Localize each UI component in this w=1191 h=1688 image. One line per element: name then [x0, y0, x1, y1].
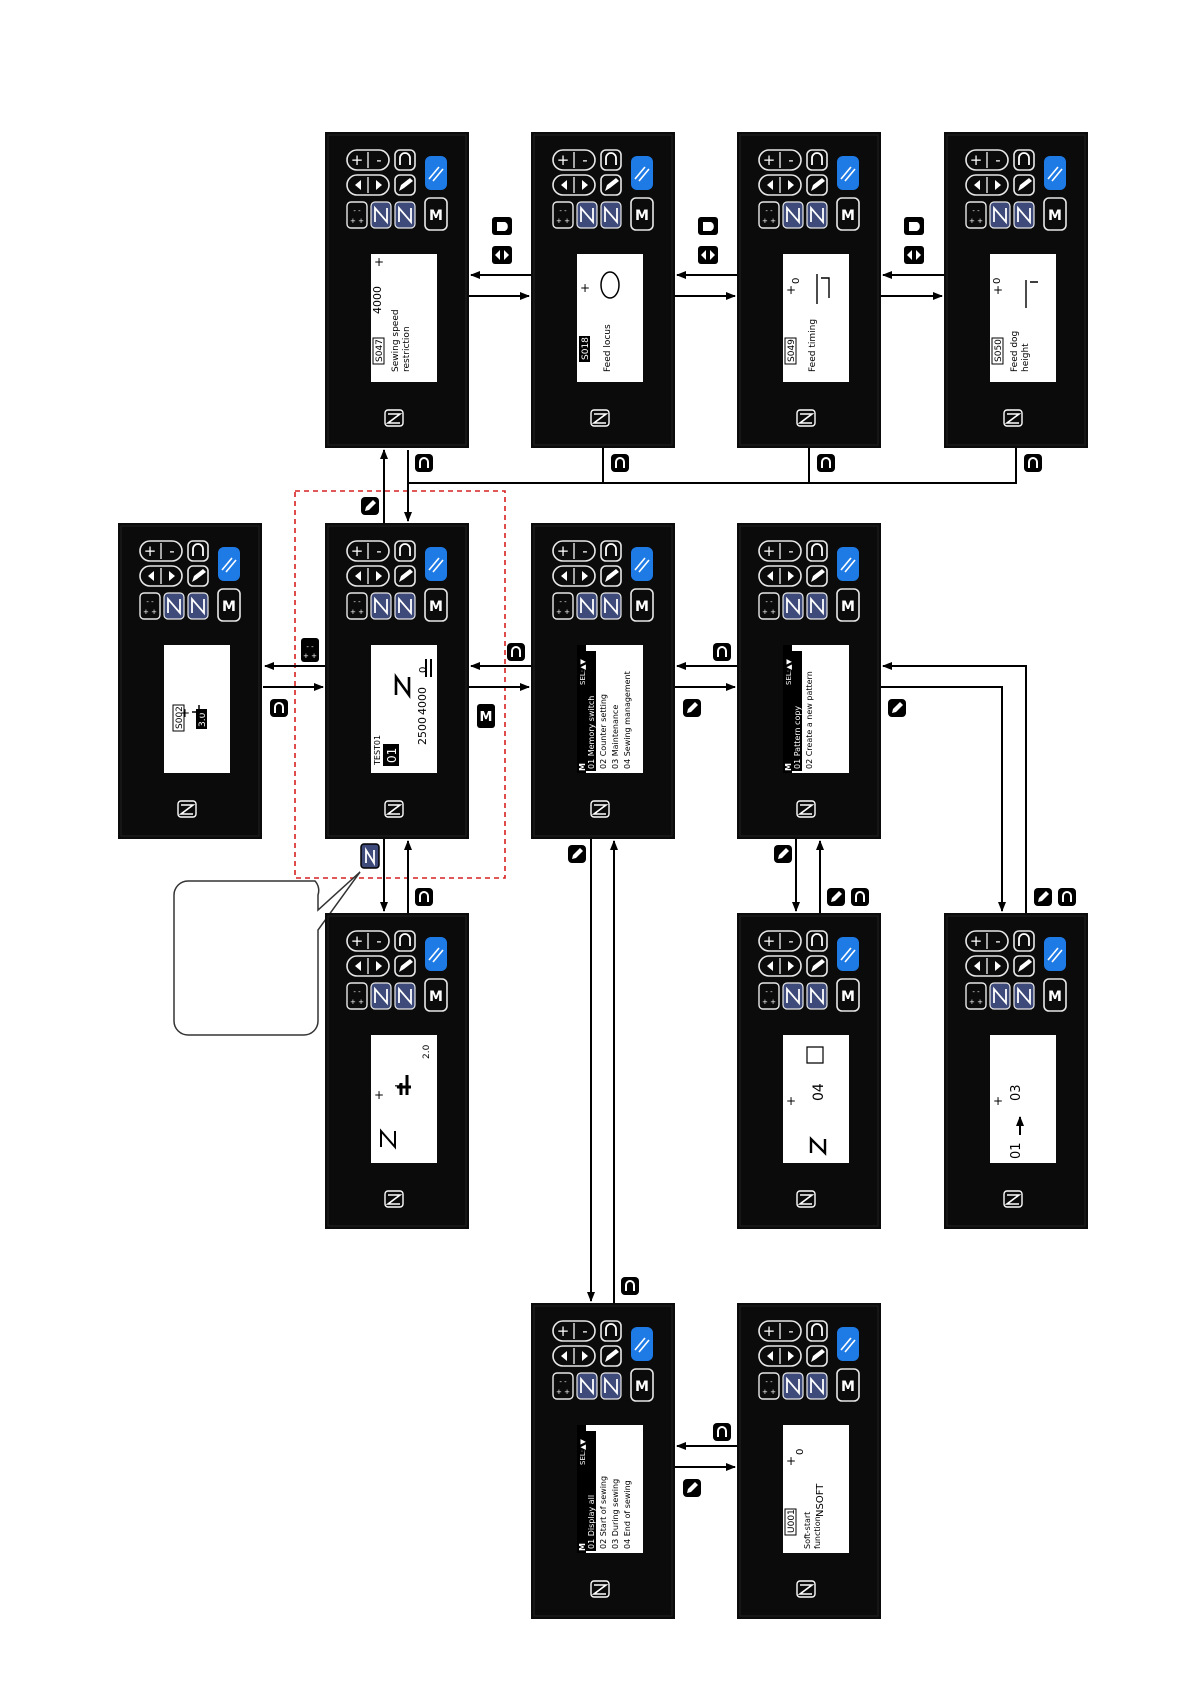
- arrow-pattern-to-new: [881, 686, 1006, 912]
- thread-trim-icon: [301, 638, 319, 662]
- edit-icon-pattern-new: [888, 699, 906, 717]
- lr-icon-2: [698, 246, 718, 264]
- n-key-icon: [360, 843, 380, 869]
- edit-icon-new-back: [1034, 888, 1052, 906]
- svg-text:+: +: [786, 1094, 796, 1108]
- main-max-speed: 4000: [416, 687, 429, 715]
- svg-text:+: +: [786, 283, 796, 297]
- s047-code: S047: [375, 339, 385, 362]
- edit-icon-mode: [683, 699, 701, 717]
- s002-code: S002: [175, 706, 185, 729]
- pattern-menu-item-2: 02 Create a new pattern: [805, 671, 814, 769]
- return-icon-s050: [1023, 453, 1043, 473]
- panel-copy: [736, 912, 882, 1230]
- return-icon-s049: [816, 453, 836, 473]
- n-screen-value: 2.0: [422, 1044, 432, 1059]
- edit-icon-u001: [683, 1479, 701, 1497]
- memory-menu-item-4: 04 End of sewing: [623, 1480, 632, 1549]
- m-key-icon: [477, 704, 495, 728]
- panel-s050: [943, 131, 1089, 449]
- panel-s002: [117, 522, 263, 840]
- u001-line2: function: [813, 1516, 822, 1549]
- s050-line1: Feed dog: [1010, 331, 1020, 372]
- arrow-new-to-pattern: [882, 662, 1027, 913]
- panel-new-pattern: [943, 912, 1089, 1230]
- return-icon-new: [1057, 887, 1077, 907]
- mode-menu-item-1: 01 Memory switch: [587, 696, 596, 769]
- pattern-menu-header: M: [784, 763, 793, 771]
- s047-line1: Sewing speed: [391, 309, 401, 372]
- pattern-menu-sel: SEL:▲▼: [785, 658, 793, 685]
- memory-menu-item-2: 02 Start of sewing: [599, 1476, 608, 1549]
- pattern-menu-item-1: 01 Pattern copy: [793, 706, 802, 769]
- panel-s049: [736, 131, 882, 449]
- mode-menu-header: M: [578, 763, 587, 771]
- main-speed: 2500: [416, 717, 429, 745]
- current-screen-frame: [294, 490, 506, 879]
- s049-line1: Feed timing: [808, 319, 818, 372]
- svg-text:+: +: [180, 706, 190, 720]
- s050-value: 0: [992, 278, 1003, 284]
- u001-code: U001: [787, 1509, 797, 1533]
- mode-menu-item-2: 02 Counter setting: [599, 694, 608, 769]
- return-icon-pattern: [712, 642, 732, 662]
- mode-menu-item-4: 04 Sewing management: [623, 671, 632, 769]
- new-pattern-from: 01: [1009, 1142, 1024, 1159]
- s018-line1: Feed locus: [603, 324, 613, 372]
- svg-text:+: +: [374, 1088, 384, 1102]
- n-screen-small: 4: [394, 1084, 403, 1089]
- return-icon-s018: [610, 453, 630, 473]
- panel-s047: [324, 131, 470, 449]
- lr-icon-1: [492, 246, 512, 264]
- mode-menu-sel: SEL:▲▼: [579, 658, 587, 685]
- main-pattern-no: 01: [385, 748, 399, 763]
- return-bus: [408, 448, 1017, 484]
- main-value: 0: [418, 667, 429, 673]
- memory-menu-header: M: [578, 1543, 587, 1551]
- edit-icon-copy-back: [827, 888, 845, 906]
- svg-text:+: +: [993, 1094, 1003, 1108]
- memory-menu-sel: SEL:▲▼: [579, 1438, 587, 1465]
- u001-value: 0: [795, 1449, 806, 1455]
- s050-line2: height: [1021, 343, 1031, 372]
- edit-icon-memory: [568, 845, 586, 863]
- copy-number: 04: [811, 1083, 827, 1101]
- svg-text:+: +: [993, 283, 1003, 297]
- callout-box: [173, 871, 361, 1036]
- panel-memory-menu: [530, 1302, 676, 1620]
- edit-icon-copy: [774, 845, 792, 863]
- memory-menu-item-1: 01 Display all: [587, 1495, 596, 1549]
- svg-text:+: +: [580, 281, 590, 295]
- lr-icon-3: [904, 246, 924, 264]
- main-name: TEST01: [373, 735, 382, 766]
- panel-s018: [530, 131, 676, 449]
- return-icon-s047: [414, 453, 434, 473]
- new-pattern-to: 03: [1009, 1084, 1024, 1101]
- s049-code: S049: [787, 339, 797, 362]
- u001-line1: Soft-start: [803, 1512, 812, 1549]
- svg-text:+: +: [374, 255, 384, 269]
- s050-code: S050: [994, 339, 1004, 362]
- return-icon-mode: [506, 642, 526, 662]
- return-icon-n: [414, 887, 434, 907]
- panel-n-screen: [324, 912, 470, 1230]
- return-icon-u001: [712, 1422, 732, 1442]
- panel-u001: [736, 1302, 882, 1620]
- memory-menu-item-3: 03 During sewing: [611, 1479, 620, 1549]
- edit-icon-main-up: [361, 497, 379, 515]
- panel-mode-menu: [530, 522, 676, 840]
- svg-text:+: +: [786, 1454, 796, 1468]
- return-icon-copy: [850, 887, 870, 907]
- return-icon-s002: [269, 698, 289, 718]
- s049-value: 0: [791, 278, 802, 284]
- s002-value: 3.0: [198, 712, 208, 727]
- s047-value: 4000: [371, 286, 384, 314]
- return-icon-memory: [620, 1276, 640, 1296]
- s018-code: S018: [581, 337, 591, 360]
- s047-line2: restriction: [402, 326, 412, 372]
- u001-unit: NSOFT: [815, 1483, 826, 1517]
- mode-menu-item-3: 03 Maintenance: [611, 705, 620, 769]
